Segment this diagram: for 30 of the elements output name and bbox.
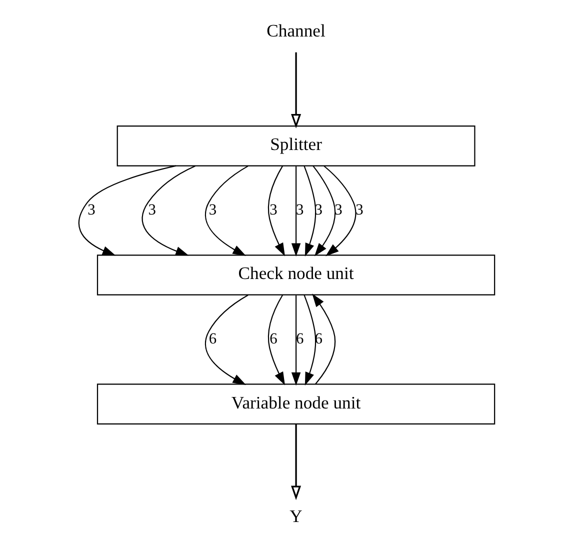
arrow — [304, 294, 316, 386]
edge-label: 3 — [334, 202, 342, 219]
node-box: Variable node unit — [96, 384, 496, 424]
node-text: Channel — [266, 20, 326, 41]
arrow — [291, 52, 302, 128]
edge-label: 3 — [270, 202, 278, 219]
arrow — [291, 424, 302, 500]
edge-label: 6 — [208, 330, 217, 348]
edge-label: 6 — [296, 330, 304, 348]
arrow — [291, 295, 301, 386]
arrow — [204, 294, 248, 385]
edge-label: 6 — [270, 330, 278, 348]
arrow — [304, 166, 316, 256]
edge-label: 3 — [88, 202, 96, 219]
arrow — [268, 166, 286, 256]
arrow — [312, 166, 336, 256]
node-box: Splitter — [116, 126, 476, 166]
edge-label: 3 — [208, 202, 217, 219]
node-box: Check node unit — [96, 254, 496, 296]
node-text: Y — [290, 506, 302, 526]
edge-label: 3 — [148, 202, 156, 219]
edge-label: 3 — [296, 202, 304, 219]
edge-label: 3 — [356, 202, 364, 219]
arrow — [291, 166, 301, 257]
arrow — [78, 165, 176, 256]
arrow — [324, 166, 356, 256]
arrow — [268, 294, 286, 386]
arrow — [204, 166, 248, 256]
arrow — [142, 165, 196, 256]
arrow — [312, 294, 336, 384]
